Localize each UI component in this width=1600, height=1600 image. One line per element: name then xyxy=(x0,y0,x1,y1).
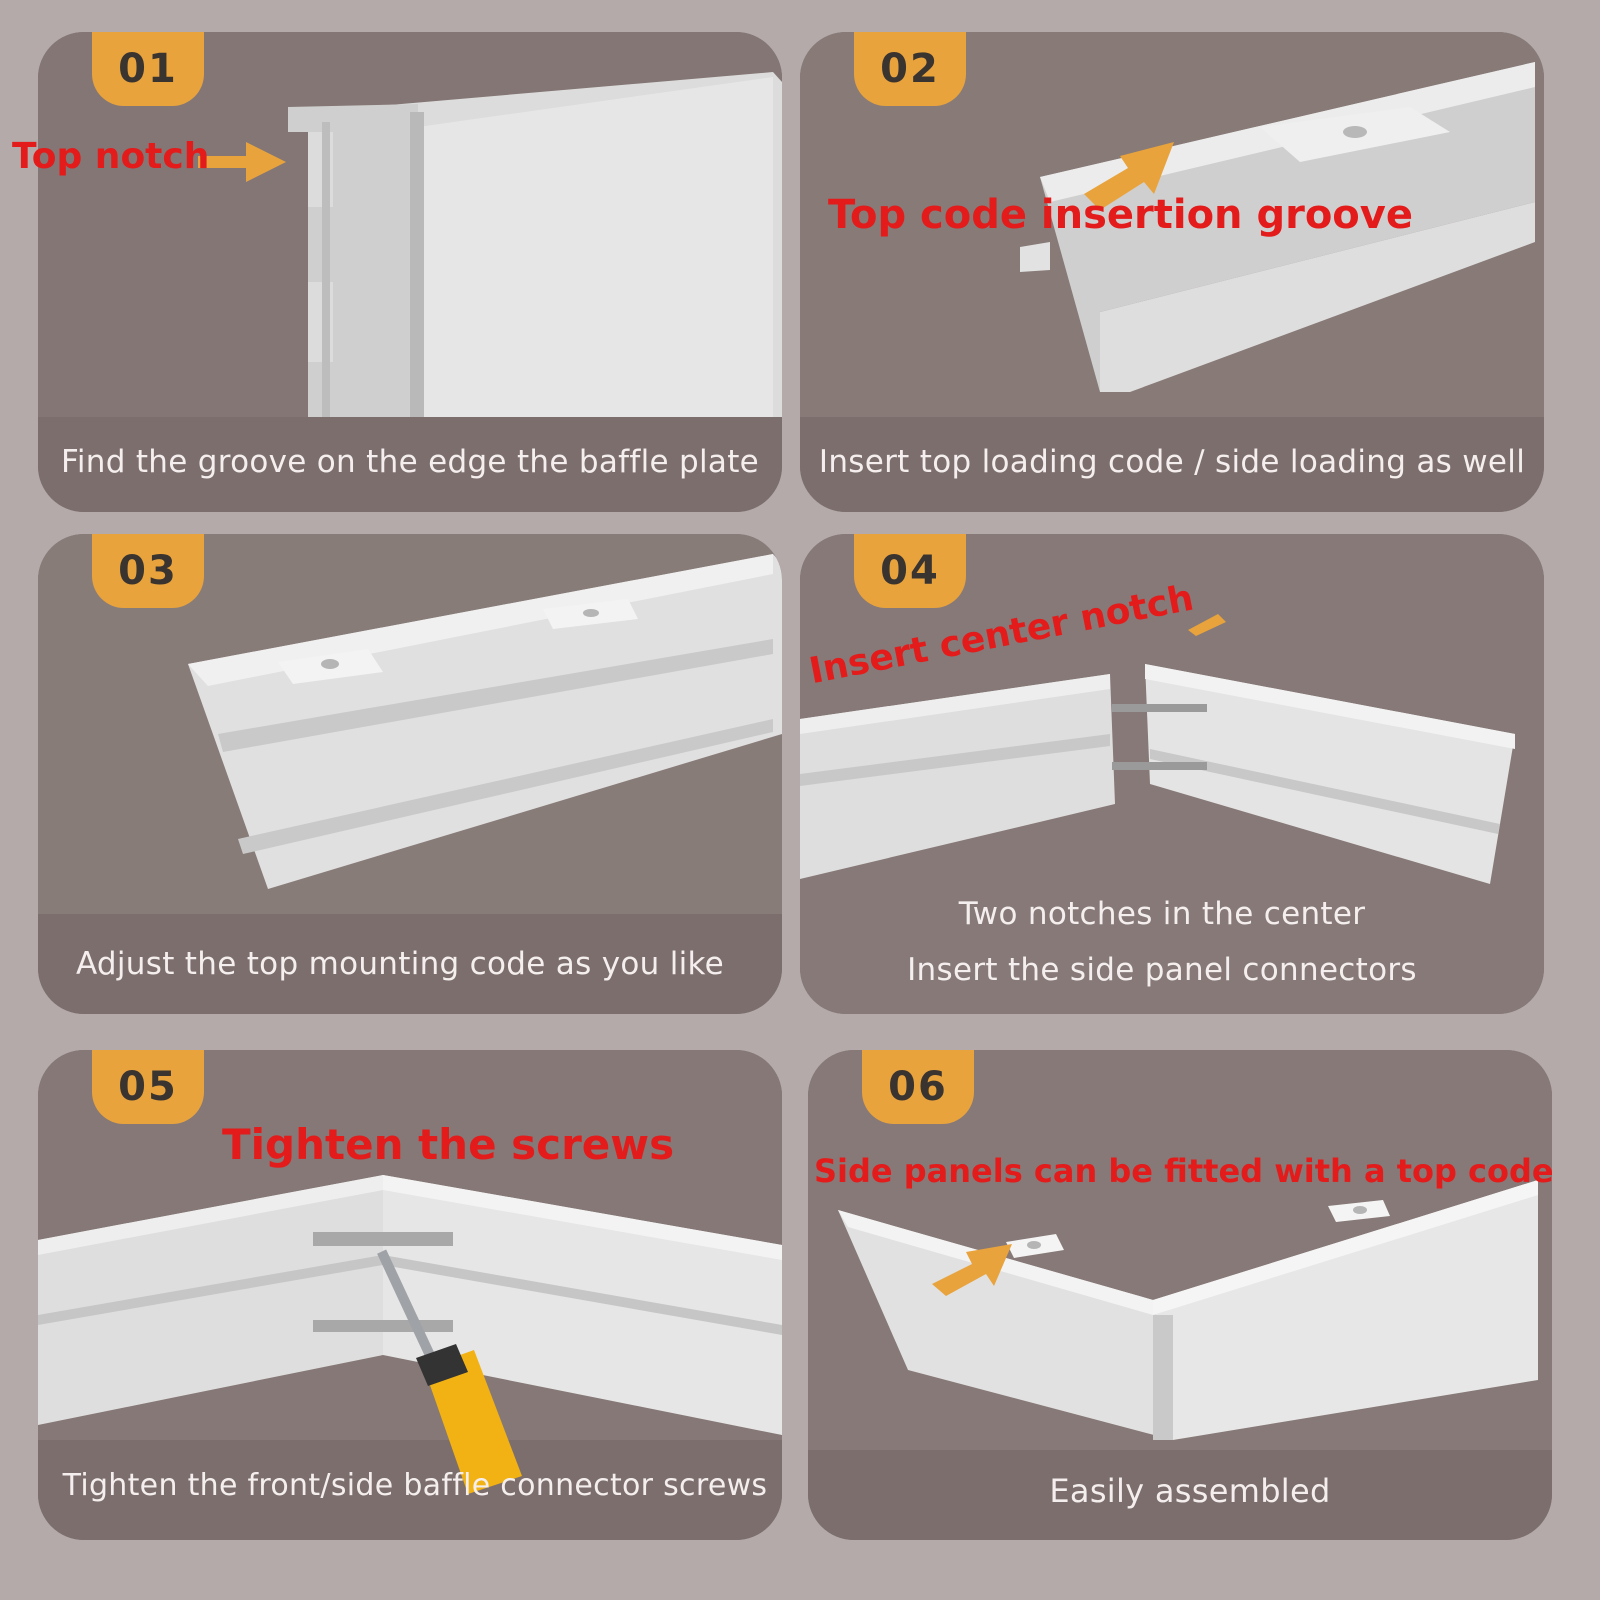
screwdriver-icon xyxy=(377,1249,522,1494)
step-caption: Tighten the front/side baffle connector … xyxy=(62,1468,768,1503)
step-caption: Two notches in the center xyxy=(958,896,1366,932)
step-number-badge: 03 xyxy=(92,534,204,608)
arrow-up-right-icon xyxy=(932,1244,1012,1296)
step-card-04: 04 Insert center notch Two notches in th… xyxy=(800,534,1544,1014)
step-card-02: 02 Top code insertion groove Insert top … xyxy=(800,32,1544,512)
step-caption: Adjust the top mounting code as you like xyxy=(75,946,725,982)
step-card-05: 05 Tighten the screws Tighten the front/… xyxy=(38,1050,782,1540)
baffle-profile-image xyxy=(38,32,782,512)
side-panel-connector-image xyxy=(800,534,1544,1014)
step-caption: Find the groove on the edge the baffle p… xyxy=(60,444,760,480)
arrow-up-right-icon xyxy=(1084,142,1174,210)
step-caption: Insert the side panel connectors xyxy=(907,952,1417,988)
baffle-groove-image xyxy=(800,32,1544,512)
step-number-badge: 01 xyxy=(92,32,204,106)
step-card-03: 03 Adjust the top mounting code as you l… xyxy=(38,534,782,1014)
arrow-right-icon xyxy=(1188,614,1226,636)
arrow-right-icon xyxy=(198,142,286,182)
step-caption: Insert top loading code / side loading a… xyxy=(818,444,1526,480)
step-card-01: 01 Find the groove on the edge the baffl… xyxy=(38,32,782,512)
step-number-badge: 04 xyxy=(854,534,966,608)
step-callout: Top notch xyxy=(12,136,210,177)
step-number-badge: 02 xyxy=(854,32,966,106)
step-callout: Tighten the screws xyxy=(222,1120,675,1169)
step-callout: Top code insertion groove xyxy=(828,192,1413,238)
step-card-06: 06 Side panels can be fitted with a top … xyxy=(808,1050,1552,1540)
assembled-frame-image xyxy=(808,1050,1552,1540)
step-number-badge: 06 xyxy=(862,1050,974,1124)
step-callout: Side panels can be fitted with a top cod… xyxy=(814,1152,1552,1190)
step-number-badge: 05 xyxy=(92,1050,204,1124)
step-caption: Easily assembled xyxy=(1049,1472,1331,1510)
